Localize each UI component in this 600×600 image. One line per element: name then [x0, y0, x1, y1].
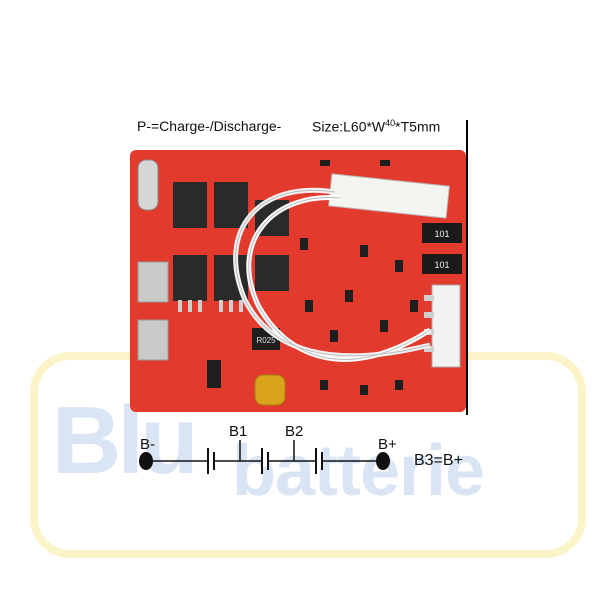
b-minus-terminal [139, 452, 153, 470]
label-b-plus: B+ [378, 436, 397, 453]
watermark-brand-batterie: batterie [232, 431, 485, 511]
spec-header: P-=Charge-/Discharge- Size:L60*W40*T5mm [137, 118, 440, 135]
label-b1: B1 [229, 423, 248, 440]
port-note: P-=Charge-/Discharge- [137, 118, 282, 134]
resistor-label-r025: R025 [256, 336, 276, 345]
battery-wiring-diagram [139, 440, 390, 474]
label-b-minus: B- [140, 436, 155, 453]
b-plus-terminal [376, 452, 390, 470]
resistor-label-101-a: 101 [434, 229, 449, 239]
label-b3-equals-b-plus: B3=B+ [414, 452, 463, 469]
resistor-label-101-b: 101 [434, 260, 449, 270]
size-spec: Size:L60*W40*T5mm [312, 118, 441, 135]
label-b2: B2 [285, 423, 304, 440]
